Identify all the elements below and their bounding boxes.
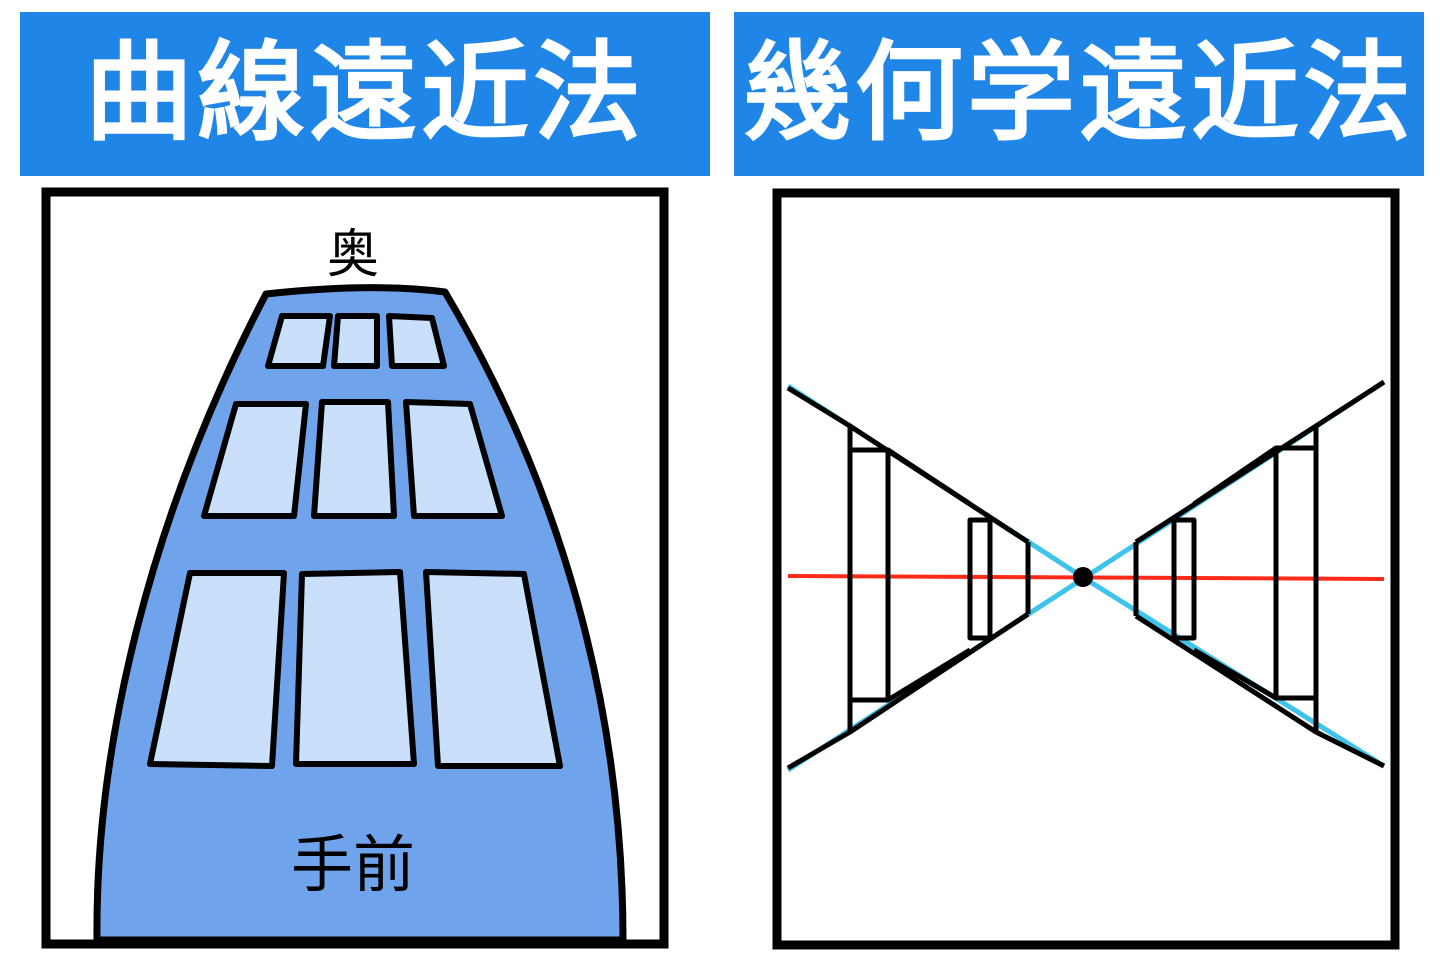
title-banner-geometric: 幾何学遠近法 [734, 12, 1424, 176]
window-frame-edge [1192, 647, 1278, 701]
curvilinear-illustration: 奥 手前 [41, 187, 669, 949]
window-frame-edge [886, 647, 972, 703]
window [311, 399, 397, 519]
label-near: 手前 [291, 828, 415, 901]
window [386, 313, 447, 369]
window-row-bottom [147, 569, 563, 769]
title-curvilinear-perspective: 曲線遠近法 [84, 31, 645, 156]
window-frame-edge [1192, 445, 1278, 507]
label-far: 奥 [327, 225, 379, 285]
window-frame [847, 447, 891, 703]
window-row-middle [201, 399, 505, 519]
geometric-panel [770, 186, 1402, 952]
geometric-illustration [772, 188, 1400, 950]
window [147, 570, 287, 769]
right-wall [1133, 379, 1386, 769]
window [331, 313, 380, 369]
left-wall [786, 385, 1031, 771]
window [423, 569, 563, 769]
window-frame [967, 517, 993, 641]
window-row-top [265, 313, 447, 369]
window [201, 401, 309, 519]
curvilinear-panel: 奥 手前 [40, 186, 670, 950]
window [265, 313, 333, 369]
title-geometric-perspective: 幾何学遠近法 [742, 31, 1415, 156]
wall-edge [848, 611, 1030, 735]
window-frame [1273, 445, 1319, 701]
window-frame [1171, 517, 1197, 641]
title-banner-curvilinear: 曲線遠近法 [20, 12, 710, 176]
vanishing-point [1073, 567, 1093, 587]
window [403, 399, 505, 519]
window-frame-edge [886, 447, 972, 507]
wall-edge [1134, 613, 1318, 735]
window [293, 569, 417, 767]
